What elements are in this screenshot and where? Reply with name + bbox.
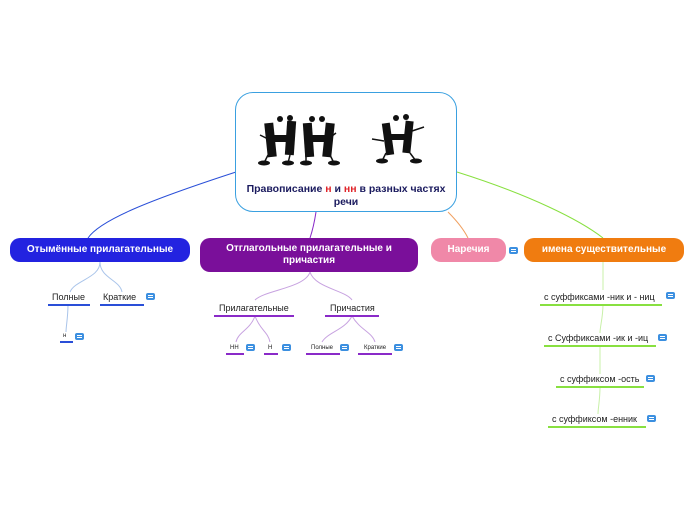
note-icon[interactable]	[658, 334, 667, 341]
underline	[544, 345, 656, 347]
underline	[214, 315, 294, 317]
underline	[226, 353, 244, 355]
underline	[48, 304, 90, 306]
topic-nouns-nik-nits[interactable]: с суффиксами -ник и - ниц	[544, 292, 655, 302]
branch-verbal-adjectives-participles[interactable]: Отглагольные прилагательные и причастия	[200, 238, 418, 272]
topic-participles-short[interactable]: Краткие	[364, 345, 387, 351]
underline	[325, 315, 379, 317]
letters-nn: нн	[343, 183, 357, 195]
topic-denominal-full[interactable]: Полные	[52, 292, 85, 302]
topic-adjectives-n[interactable]: Н	[268, 345, 273, 351]
note-icon[interactable]	[666, 292, 675, 299]
branch-denominal-adjectives[interactable]: Отымённые прилагательные	[10, 238, 190, 262]
branch-nouns[interactable]: имена существительные	[524, 238, 684, 262]
underline	[358, 353, 392, 355]
link-center-verbal	[309, 211, 317, 239]
topic-nouns-ik-its[interactable]: с Суффиксами -ик и -иц	[548, 333, 649, 343]
note-icon[interactable]	[75, 333, 84, 340]
note-icon[interactable]	[146, 293, 155, 300]
underline	[264, 353, 278, 355]
note-icon[interactable]	[340, 344, 349, 351]
topic-denominal-n[interactable]: н	[63, 333, 67, 339]
note-icon[interactable]	[246, 344, 255, 351]
link-center-nouns	[456, 171, 604, 239]
note-icon[interactable]	[282, 344, 291, 351]
link-center-denominal	[87, 171, 237, 239]
underline	[306, 353, 340, 355]
topic-adjectives-nn[interactable]: НН	[230, 345, 239, 351]
topic-verbal-adjectives[interactable]: Прилагательные	[219, 303, 289, 313]
note-icon[interactable]	[509, 247, 518, 254]
note-icon[interactable]	[646, 375, 655, 382]
note-icon[interactable]	[394, 344, 403, 351]
underline	[100, 304, 144, 306]
letter-n: н	[325, 183, 332, 195]
nn-and-n-cartoon-image	[258, 114, 425, 166]
central-topic[interactable]: Правописание н и нн в разных частях речи	[235, 92, 457, 212]
underline	[548, 426, 646, 428]
topic-denominal-short[interactable]: Краткие	[103, 292, 137, 302]
topic-nouns-ost[interactable]: с суффиксом -ость	[560, 374, 640, 384]
topic-nouns-ennik[interactable]: с суффиксом -енник	[552, 414, 637, 424]
underline	[540, 304, 662, 306]
topic-participles[interactable]: Причастия	[330, 303, 375, 313]
underline	[556, 386, 644, 388]
underline	[60, 341, 73, 343]
central-title: Правописание н и нн в разных частях речи	[246, 183, 446, 208]
topic-participles-full[interactable]: Полные	[311, 345, 333, 351]
note-icon[interactable]	[647, 415, 656, 422]
link-center-adverbs	[447, 211, 469, 239]
branch-adverbs[interactable]: Наречия	[431, 238, 506, 262]
